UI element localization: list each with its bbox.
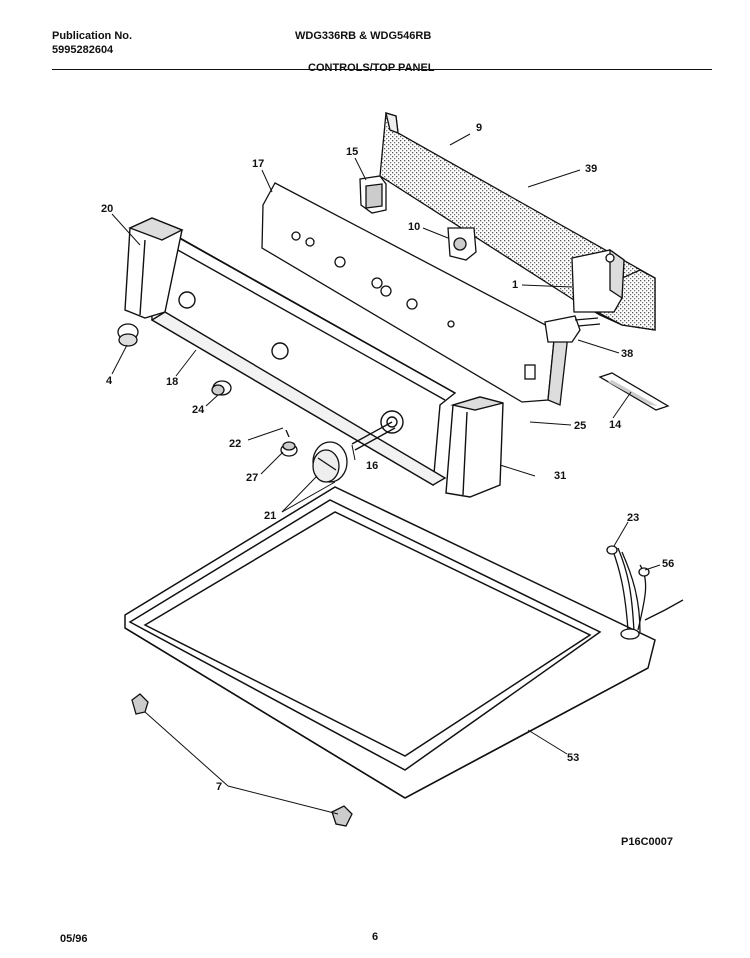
right-end-cap [445,396,504,498]
page-number: 6 [372,931,379,943]
timer-component [359,175,387,214]
publication-date: 05/96 [60,933,88,945]
push-button [211,380,232,396]
callout-20: 20 [101,203,113,215]
section-title: CONTROLS/TOP PANEL [308,62,435,74]
knob-skirt [280,441,298,457]
callout-1: 1 [512,279,518,291]
callout-31: 31 [554,470,566,482]
callout-14: 14 [609,419,622,431]
hinge-right [331,805,353,827]
timer-knob [312,441,348,483]
mounting-bracket [544,315,601,343]
selector-switch [447,227,477,261]
callout-17: 17 [252,158,264,170]
callout-53: 53 [567,752,579,764]
publication-label: Publication No. [52,30,133,42]
callout-38: 38 [621,348,633,360]
hinge-left [131,693,149,715]
callout-18: 18 [166,376,178,388]
model-numbers: WDG336RB & WDG546RB [295,30,432,42]
left-end-cap [124,217,184,319]
control-panel-backplate [261,182,569,406]
callout-25: 25 [574,420,586,432]
callout-7: 7 [216,781,222,793]
header-rule [52,69,712,70]
top-panel [124,486,656,799]
control-console [149,229,457,487]
leader-lines [111,133,661,815]
callout-24: 24 [192,404,205,416]
callout-16: 16 [366,460,378,472]
callout-39: 39 [585,163,597,175]
callout-4: 4 [106,375,113,387]
diagram-code: P16C0007 [621,836,673,848]
knob-small [117,323,139,347]
callout-9: 9 [476,122,482,134]
control-module [571,248,625,313]
callout-10: 10 [408,221,420,233]
callout-22: 22 [229,438,241,450]
callout-56: 56 [662,558,674,570]
callout-15: 15 [346,146,358,158]
screw [285,429,290,438]
wire-strip [598,372,670,411]
publication-number: 5995282604 [52,44,114,56]
callout-23: 23 [627,512,639,524]
callout-27: 27 [246,472,258,484]
wire-harness [606,545,684,640]
callout-21: 21 [264,510,276,522]
